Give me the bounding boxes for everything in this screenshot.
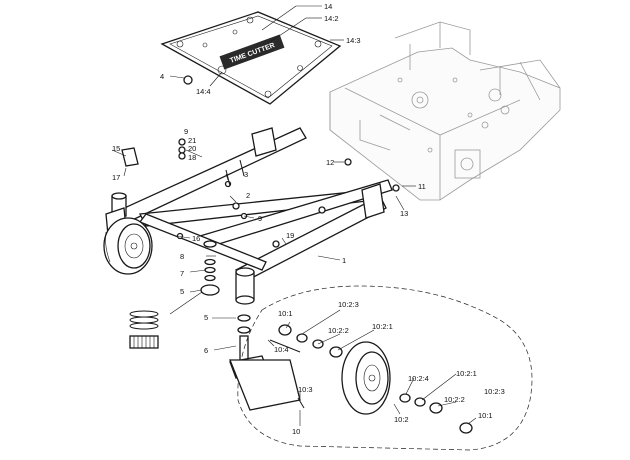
callout-13: 13	[400, 209, 408, 218]
callout-10-2: 10:2	[394, 415, 409, 424]
hardware-bits	[121, 75, 400, 248]
callout-11: 11	[418, 182, 426, 191]
bearing-kit	[129, 291, 203, 349]
callout-3: 3	[244, 170, 248, 179]
callout-10-2-2-right: 10:2:2	[444, 395, 465, 404]
callout-10-2-4: 10:2:4	[408, 374, 429, 383]
callout-10-1-right: 10:1	[478, 411, 493, 420]
callout-10-1-left: 10:1	[278, 309, 293, 318]
callout-14-2: 14:2	[324, 14, 339, 23]
caster-wheel-assembly	[229, 285, 533, 451]
mower-frame-ghost	[329, 21, 561, 201]
callout-20: 20	[188, 144, 196, 153]
callout-5-lower: 5	[204, 313, 208, 322]
callout-14-4: 14:4	[196, 87, 211, 96]
front-axle-assembly	[111, 127, 393, 283]
callout-10-4: 10:4	[274, 345, 289, 354]
callout-10: 10	[292, 427, 300, 436]
callout-21: 21	[188, 136, 196, 145]
callout-6: 6	[204, 346, 208, 355]
callout-10-2-1-left: 10:2:1	[372, 322, 393, 331]
callout-7: 7	[180, 269, 184, 278]
left-caster-wheel	[103, 207, 153, 275]
callout-2: 2	[246, 191, 250, 200]
callout-9-upper: 9	[184, 127, 188, 136]
callout-4: 4	[160, 72, 164, 81]
top-plate: TIME CUTTER	[160, 11, 342, 105]
callout-19: 19	[286, 231, 294, 240]
callout-10-3: 10:3	[298, 385, 313, 394]
callout-10-2-3-right: 10:2:3	[484, 387, 505, 396]
callout-16: 16	[192, 234, 200, 243]
callout-10-2-3-left: 10:2:3	[338, 300, 359, 309]
callout-9-lower: 9	[258, 214, 262, 223]
callout-10-2-2-left: 10:2:2	[328, 326, 349, 335]
callout-10-2-1-right: 10:2:1	[456, 369, 477, 378]
callout-12: 12	[326, 158, 334, 167]
callout-17: 17	[112, 173, 120, 182]
callout-18: 18	[188, 153, 196, 162]
callout-labels: 14 14:2 14:3 14:4 4 9 21 20 18 15 17 3 2…	[112, 2, 505, 436]
callout-15: 15	[112, 144, 120, 153]
callout-5-upper: 5	[180, 287, 184, 296]
callout-1: 1	[342, 256, 346, 265]
callout-14-3: 14:3	[346, 36, 361, 45]
callout-14: 14	[324, 2, 332, 11]
callout-8: 8	[180, 252, 184, 261]
leader-lines	[111, 5, 477, 426]
